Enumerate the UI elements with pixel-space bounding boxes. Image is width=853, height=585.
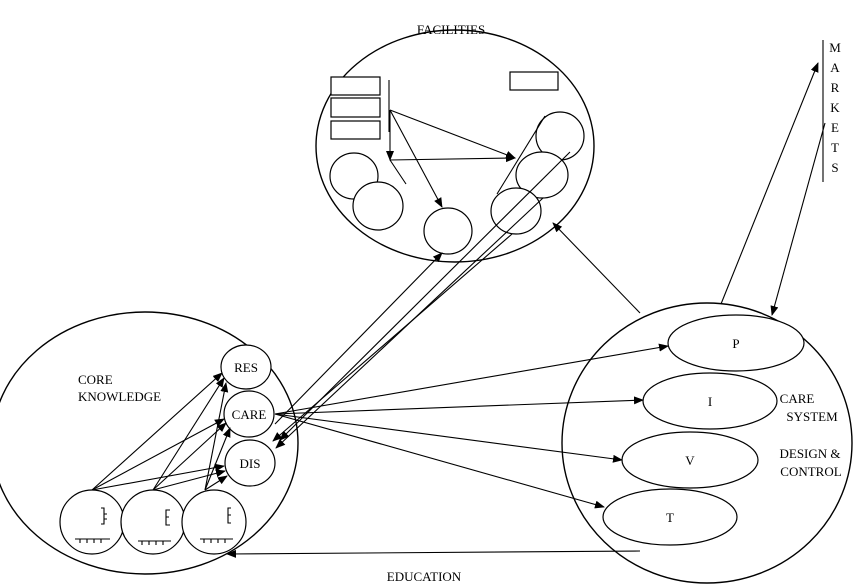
res-circle [220, 344, 272, 390]
arrow-care-v [274, 413, 623, 463]
facility-circle-f [490, 187, 542, 235]
care-label: CARE [232, 407, 267, 422]
dis-circle [224, 439, 276, 487]
edu-circle-1 [59, 489, 125, 555]
facility-block-right [509, 71, 559, 91]
arrow-fac-to-c [389, 109, 443, 208]
markets-letter-r: R [831, 80, 840, 95]
edu-glyph-2 [138, 509, 171, 545]
markets-letter-s: S [831, 160, 838, 175]
p-label: P [732, 336, 739, 351]
design-control-label-line2: CONTROL [780, 464, 841, 479]
arrow-edu3-res [204, 382, 229, 491]
arrow-care-t [274, 413, 605, 509]
arrow-education [226, 549, 641, 558]
core-label-line1: CORE [78, 372, 113, 387]
edu-circle-2 [120, 489, 186, 555]
arrow-edu2-dis [152, 469, 226, 491]
arrow-edu2-res [152, 377, 225, 491]
edu-glyph-3 [200, 507, 233, 543]
edu-glyph-1 [75, 507, 110, 543]
res-label: RES [234, 360, 258, 375]
facility-block-2 [330, 97, 381, 118]
markets-letter-a: A [830, 60, 840, 75]
line-fac-f-to-d [496, 115, 546, 195]
arrow-edu1-res [91, 372, 223, 491]
facility-block-1 [330, 76, 381, 96]
arrow-fac-d-to-dis [279, 151, 571, 441]
arrow-edu2-care [152, 422, 227, 491]
facilities-circle [315, 29, 595, 263]
arrow-edu3-care [204, 427, 231, 491]
care-system-label-line2: SYSTEM [786, 409, 838, 424]
arrow-fac-f-to-care [272, 233, 513, 442]
edu-circle-3 [181, 489, 247, 555]
facility-circle-b [352, 181, 404, 231]
t-ellipse [602, 488, 738, 546]
arrow-edu1-care [91, 418, 225, 491]
arrow-fac-horizontal [389, 154, 516, 163]
arrow-edu3-dis [204, 475, 228, 491]
arrow-markets-to-p [770, 122, 826, 316]
arrow-care-to-fac-c [274, 252, 443, 425]
arrow-edu1-dis [91, 463, 225, 491]
core-knowledge-circle [0, 311, 299, 575]
arrow-care-p [274, 343, 669, 415]
markets-letter-m: M [829, 40, 841, 55]
arrow-caresys-to-facilities [552, 222, 641, 314]
markets-letter-t: T [831, 140, 839, 155]
arrow-fac-to-e [389, 109, 516, 159]
care-circle [223, 390, 275, 438]
core-label-line2: KNOWLEDGE [78, 389, 161, 404]
p-ellipse [667, 314, 805, 372]
i-label: I [708, 394, 712, 409]
v-label: V [685, 453, 695, 468]
care-system-circle [561, 302, 853, 584]
markets-letter-k: K [830, 100, 840, 115]
facility-circle-e [515, 151, 569, 199]
design-control-label-line1: DESIGN & [779, 446, 840, 461]
care-system-label-line1: CARE [780, 391, 815, 406]
facility-circle-c [423, 207, 473, 255]
facilities-label: FACILITIES [417, 22, 485, 37]
education-label: EDUCATION [387, 569, 462, 584]
t-label: T [666, 510, 674, 525]
markets-letter-e: E [831, 120, 839, 135]
arrow-fac-e-to-dis [275, 197, 544, 449]
dis-label: DIS [240, 456, 261, 471]
line-fac-to-b [389, 159, 407, 185]
facility-block-3 [330, 120, 381, 140]
arrow-caresys-to-markets [720, 62, 819, 305]
arrow-care-i [274, 396, 644, 415]
